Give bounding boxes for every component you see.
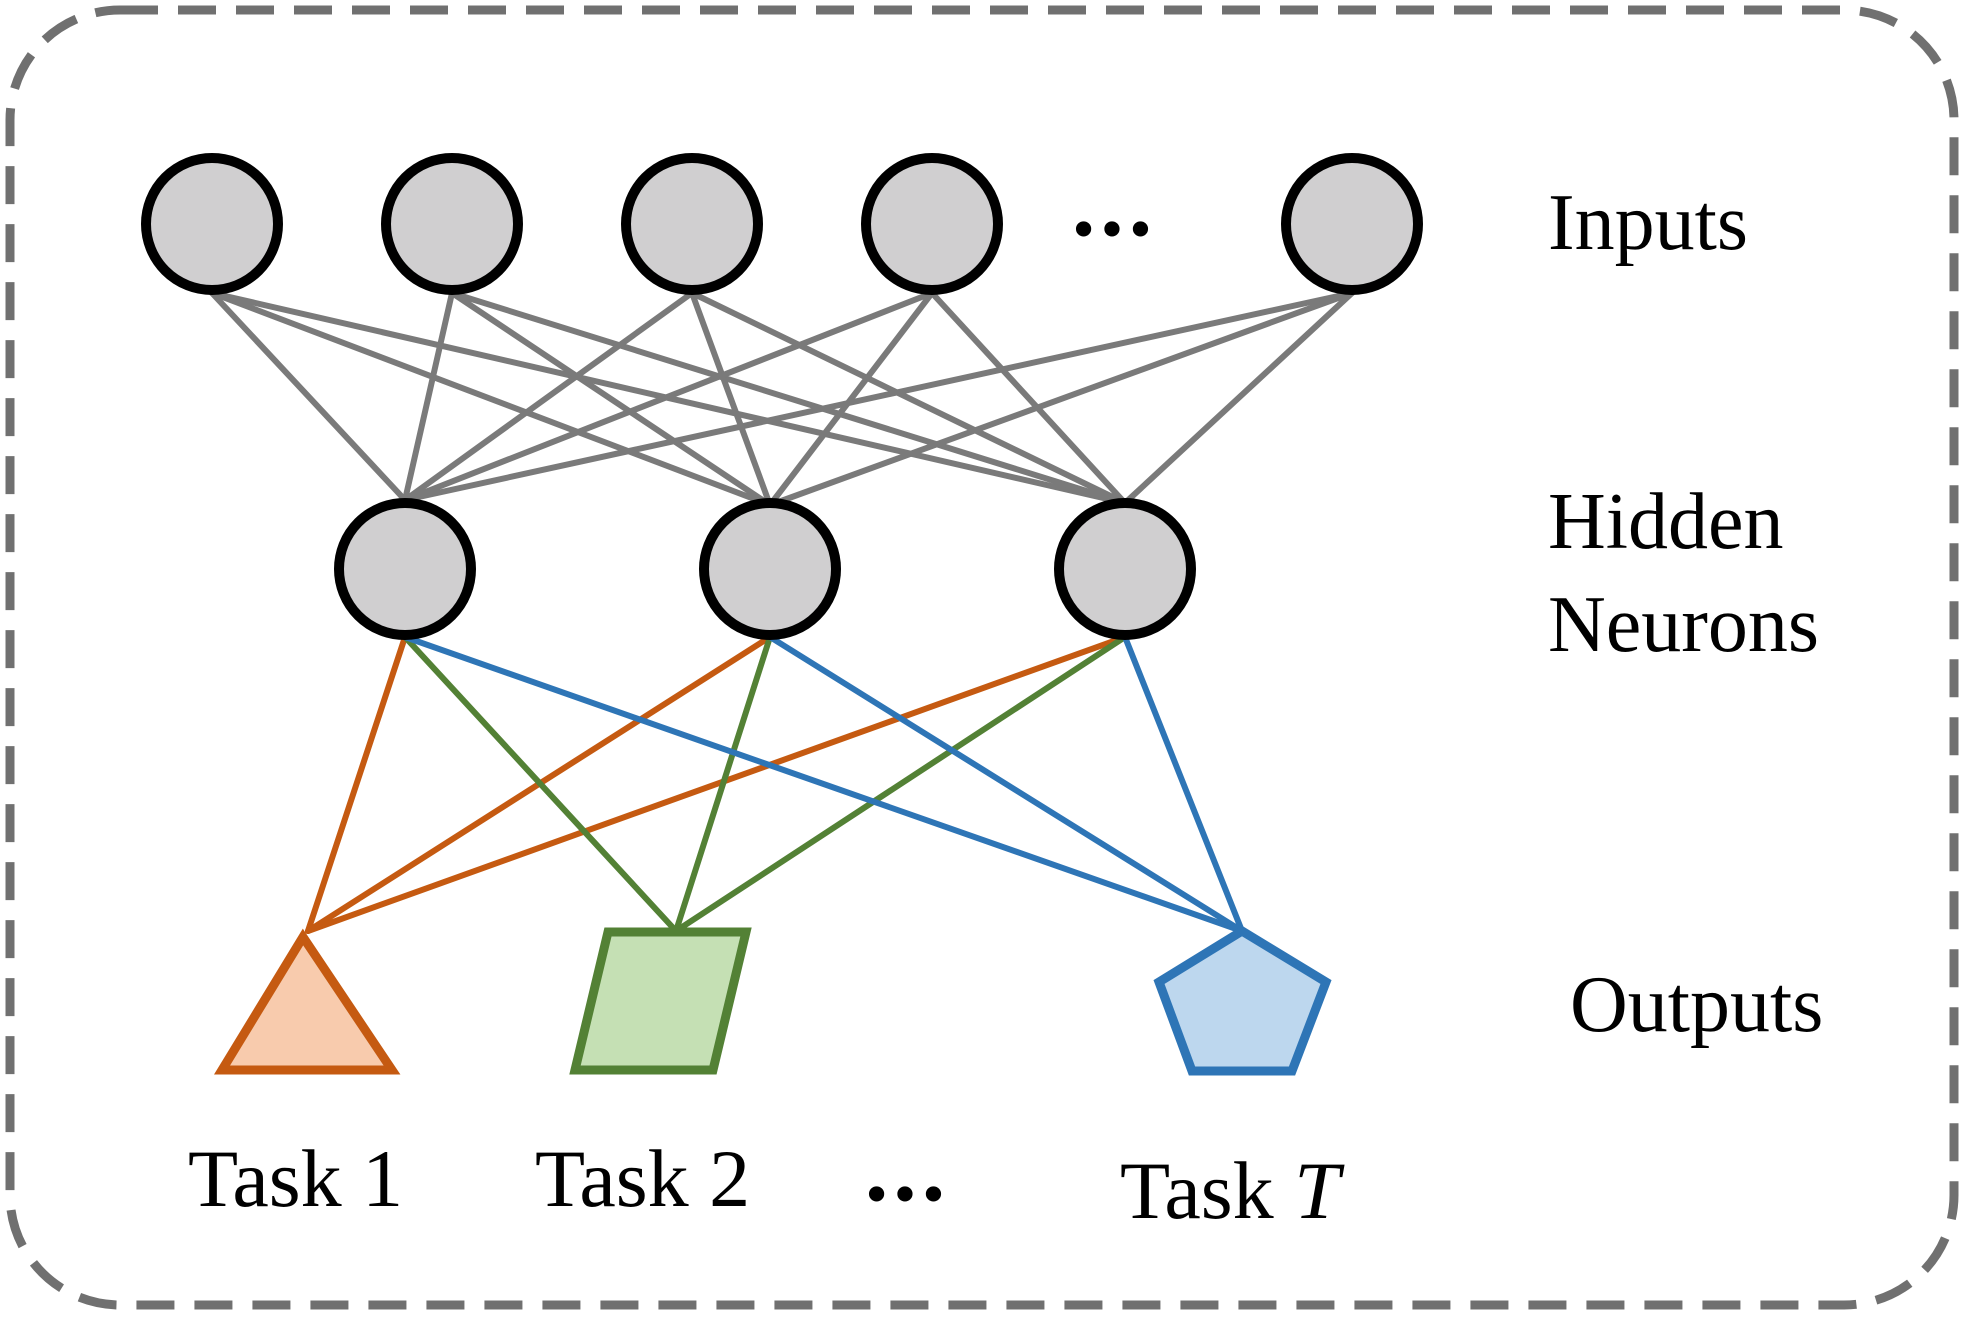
input-layer bbox=[141, 153, 1423, 295]
hidden-node-1 bbox=[334, 498, 476, 640]
edge-i2-h1 bbox=[402, 290, 455, 503]
edge-i2-h2 bbox=[449, 290, 773, 508]
dashed-border bbox=[5, 5, 1959, 1310]
input-ellipsis: ••• bbox=[1072, 193, 1157, 264]
inputs-label: Inputs bbox=[1548, 179, 1748, 267]
edge-h3-task2 bbox=[673, 634, 1128, 934]
edge-i4-h1 bbox=[402, 290, 935, 503]
edge-h2-taskT bbox=[767, 634, 1245, 934]
input-node-2 bbox=[381, 153, 523, 295]
edge-h1-task1 bbox=[305, 634, 408, 934]
edge-h3-task1 bbox=[305, 634, 1128, 934]
hidden-label-line1: Hidden bbox=[1548, 478, 1784, 566]
hidden-label-line2: Neurons bbox=[1548, 581, 1819, 669]
edge-h1-taskT bbox=[402, 634, 1245, 934]
task2-parallelogram-output bbox=[569, 927, 752, 1075]
taskT-label: Task T bbox=[1120, 1145, 1345, 1236]
outputs-label: Outputs bbox=[1570, 961, 1823, 1049]
hidden-node-3 bbox=[1054, 498, 1196, 640]
hidden-to-output-edges bbox=[305, 634, 1245, 934]
edge-i3-h2 bbox=[689, 290, 773, 508]
edge-i3-h1 bbox=[402, 290, 695, 503]
task-ellipsis: ••• bbox=[865, 1158, 950, 1229]
task1-label: Task 1 bbox=[188, 1133, 403, 1224]
edge-i3-h3 bbox=[689, 290, 1128, 506]
edge-h1-task2 bbox=[402, 634, 679, 934]
edge-h3-taskT bbox=[1122, 634, 1245, 934]
edge-i5-h3 bbox=[1122, 290, 1355, 506]
task1-triangle-output bbox=[213, 928, 401, 1075]
edge-i1-h1 bbox=[209, 290, 408, 503]
edge-i4-h2 bbox=[767, 290, 935, 508]
edge-i4-h3 bbox=[929, 290, 1128, 506]
input-node-3 bbox=[621, 153, 763, 295]
input-node-4 bbox=[861, 153, 1003, 295]
edge-i2-h3 bbox=[449, 290, 1128, 506]
hidden-layer bbox=[334, 498, 1196, 640]
edge-h2-task2 bbox=[673, 634, 773, 934]
taskT-pentagon-output bbox=[1153, 925, 1332, 1076]
input-to-hidden-edges bbox=[209, 290, 1355, 508]
hidden-node-2 bbox=[699, 498, 841, 640]
edge-i1-h2 bbox=[209, 290, 773, 508]
edge-i5-h1 bbox=[402, 290, 1355, 503]
edge-i5-h2 bbox=[767, 290, 1355, 508]
input-node-n bbox=[1281, 153, 1423, 295]
input-node-1 bbox=[141, 153, 283, 295]
task2-label: Task 2 bbox=[535, 1133, 750, 1224]
